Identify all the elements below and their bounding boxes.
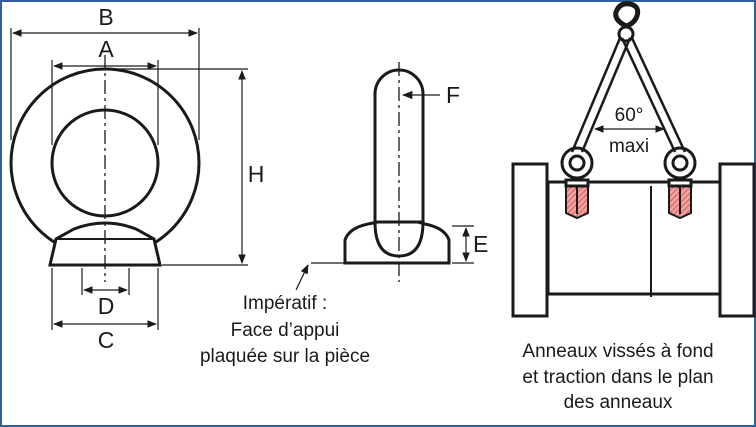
label-h: H xyxy=(248,161,265,187)
bearing-face-leader xyxy=(295,262,345,291)
label-f: F xyxy=(446,82,460,108)
nut-base xyxy=(48,221,162,267)
lifting-assembly xyxy=(511,162,756,318)
eye-nut-side-view xyxy=(343,68,451,265)
note-line-2: Face d’appui xyxy=(231,320,340,341)
label-a: A xyxy=(98,36,114,62)
lifting-hook xyxy=(613,1,641,29)
sling-right xyxy=(620,37,687,153)
note-line-1: Impératif : xyxy=(243,293,327,314)
angle-qualifier: maxi xyxy=(609,136,649,157)
label-e: E xyxy=(473,231,488,257)
label-c: C xyxy=(98,327,115,353)
left-flange xyxy=(511,162,549,318)
lifting-note-line-3: des anneaux xyxy=(564,392,673,413)
label-b: B xyxy=(98,4,113,30)
note-line-3: plaquée sur la pièce xyxy=(200,346,370,367)
right-flange xyxy=(718,162,756,318)
dim-a xyxy=(51,60,159,145)
dim-b xyxy=(10,28,200,140)
right-eye-nut xyxy=(663,146,697,188)
hook-ring xyxy=(617,25,635,43)
left-eye-nut xyxy=(560,146,594,188)
dim-h xyxy=(108,68,248,266)
lifting-note-line-2: et traction dans le plan xyxy=(522,367,713,388)
lifting-note-line-1: Anneaux vissés à fond xyxy=(522,341,713,362)
label-d: D xyxy=(98,293,115,319)
sling-left xyxy=(570,37,632,153)
dim-e xyxy=(452,225,474,264)
angle-label: 60° xyxy=(615,105,644,126)
dim-c xyxy=(51,268,159,330)
dim-d xyxy=(81,268,130,295)
